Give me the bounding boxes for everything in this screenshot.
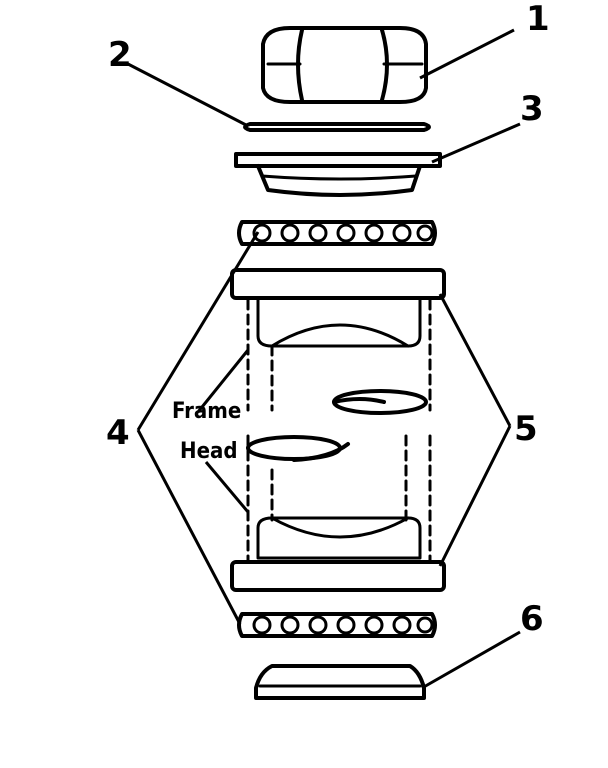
callout-5: 5 [514,409,538,449]
callout-6: 6 [520,599,544,639]
leader-lines [127,28,521,690]
part-5-upper-head-cup [230,268,446,348]
frame-head-label-line1: Frame [172,399,241,424]
part-6-crown-race [254,664,426,700]
part-4-lower-bearing [237,612,437,638]
part-1-locknut [261,26,428,104]
part-4-upper-bearing [237,220,437,246]
part-2-washer [243,122,431,132]
callout-3: 3 [520,89,544,129]
callout-4: 4 [106,413,130,453]
part-3-top-cup [234,152,442,197]
callout-1: 1 [526,0,550,39]
frame-head-label-line2: Head [180,439,238,464]
part-5-lower-head-cup [230,516,446,592]
frame-head-tube-break [246,389,428,462]
frame-head-tube [246,298,432,562]
callout-2: 2 [108,35,132,75]
